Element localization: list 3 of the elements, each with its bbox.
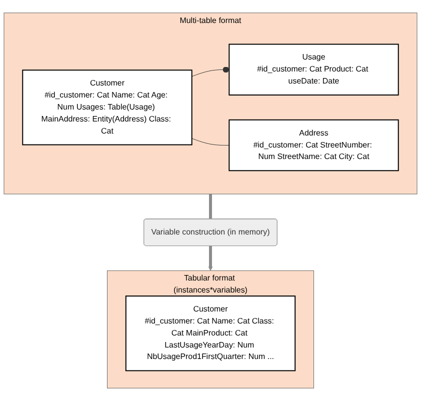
connector (192, 138, 230, 146)
connector (209, 194, 212, 219)
arrow (208, 246, 213, 271)
